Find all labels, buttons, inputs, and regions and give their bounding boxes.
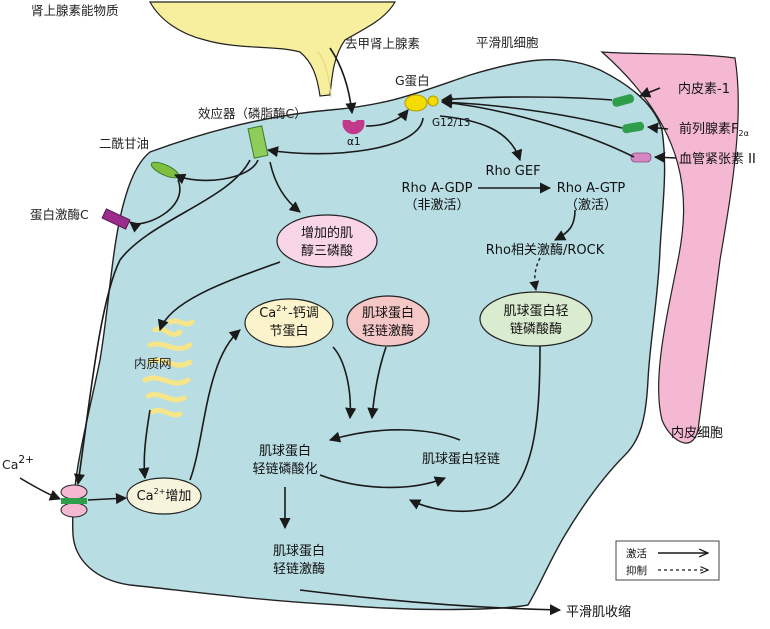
noradrenaline-label: 去甲肾上腺素: [345, 36, 420, 51]
pkc-label: 蛋白激酶C: [30, 207, 89, 222]
plc-effector-icon: [247, 125, 269, 159]
endothelin-receptor: [612, 94, 635, 107]
g-protein-label: G蛋白: [395, 73, 430, 88]
er-shape: [142, 318, 195, 418]
mlck-label-2: 轻链激酶: [362, 323, 414, 339]
contraction-label: 平滑肌收缩: [566, 604, 631, 620]
mlck2-label-1: 肌球蛋白: [273, 543, 325, 559]
rho-gdp-label: Rho A-GDP: [401, 181, 472, 196]
mlck2-label-2: 轻链激酶: [273, 561, 325, 577]
g-protein-icon: [404, 94, 428, 112]
dag-label: 二酰甘油: [99, 136, 149, 151]
mlcp-label-2: 链磷酸酶: [510, 321, 562, 337]
mlck-node: [346, 295, 430, 347]
endothelial-cell-label: 内皮细胞: [671, 425, 723, 441]
mlck-label-1: 肌球蛋白: [362, 305, 414, 321]
pkc-icon: [101, 208, 131, 230]
endothelin-label: 内皮素-1: [678, 81, 730, 97]
ip3-label-1: 增加的肌: [301, 225, 353, 241]
adrenergic-source-shape: [148, 1, 397, 97]
rho-gef-label: Rho GEF: [485, 164, 540, 179]
adrenergic-label: 肾上腺素能物质: [31, 3, 119, 18]
er-label: 内质网: [134, 356, 172, 371]
legend-activate-label: 激活: [626, 547, 647, 560]
rock-label: Rho相关激酶/ROCK: [486, 242, 605, 258]
alpha1-receptor: [342, 120, 365, 135]
mlcp-label-1: 肌球蛋白轻: [503, 303, 568, 319]
mlcp-node: [479, 291, 593, 347]
angiotensin-label: 血管紧张素 II: [679, 152, 756, 167]
ip3-label-2: 醇三磷酸: [301, 243, 353, 259]
pathway-arrows: [19, 47, 677, 616]
calmodulin-label-2: 节蛋白: [269, 323, 308, 339]
mlc-label: 肌球蛋白轻链: [422, 451, 500, 467]
rho-gdp-state-label: （非激活）: [404, 198, 469, 213]
smooth-muscle-cell-label: 平滑肌细胞: [476, 35, 539, 50]
calmodulin-label-1: Ca2+-钙调: [259, 304, 319, 321]
mlc-p-label-1: 肌球蛋白: [259, 443, 311, 459]
g-subunit-label: G12/13: [432, 117, 470, 129]
rho-gtp-label: Rho A-GTP: [557, 181, 626, 196]
prostaglandin-label: 前列腺素F2α: [679, 121, 749, 138]
calmodulin-node: [244, 298, 334, 348]
mlc-p-label-2: 轻链磷酸化: [252, 462, 317, 477]
angiotensin-receptor: [630, 152, 652, 163]
prostaglandin-receptor: [622, 121, 645, 134]
endothelial-cell-shape: [600, 51, 739, 444]
ca-increase-label: Ca2+增加: [137, 487, 192, 504]
alpha1-label: α1: [347, 136, 361, 148]
calcium-channel-icon: [60, 484, 88, 518]
ip3-node: [276, 214, 378, 268]
ca-ext-label: Ca2+: [2, 454, 34, 472]
rho-gtp-state-label: （激活）: [565, 198, 617, 213]
effector-label: 效应器（磷脂酶C）: [198, 106, 307, 121]
legend-inhibit-label: 抑制: [626, 564, 647, 577]
